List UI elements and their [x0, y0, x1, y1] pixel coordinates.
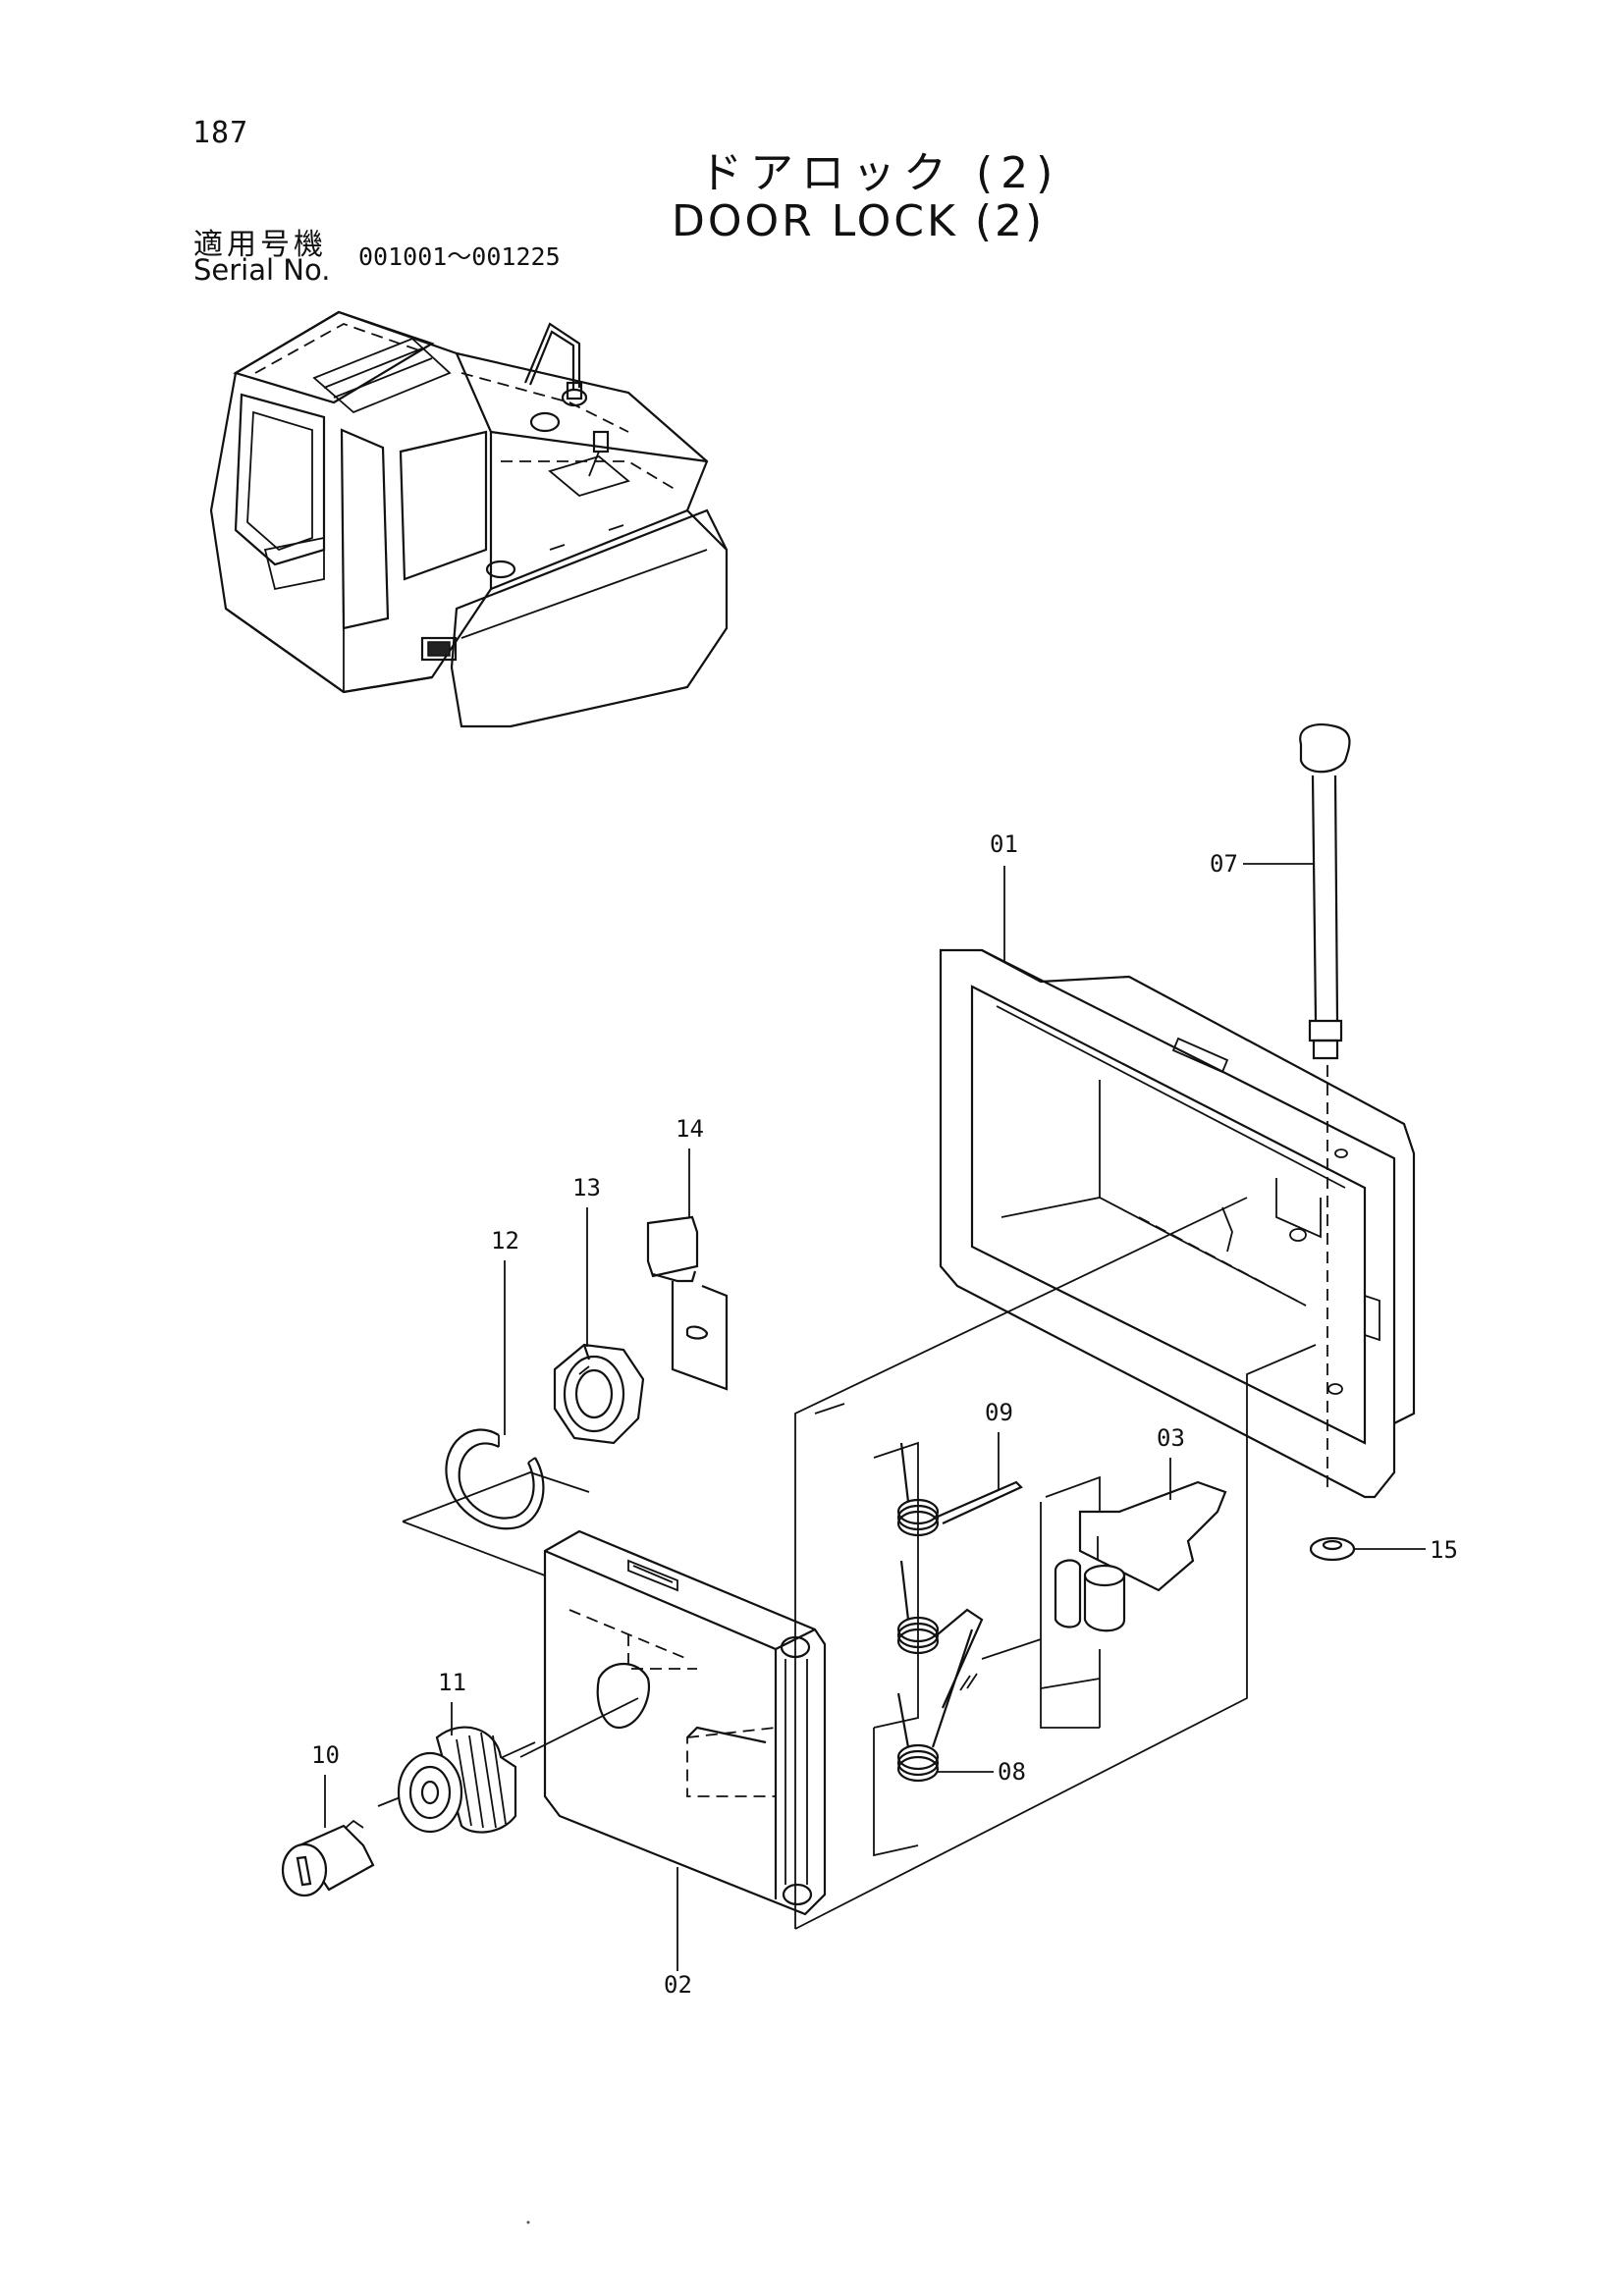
part-11-lock-case — [397, 1726, 517, 1834]
callout-09: 09 — [985, 1399, 1013, 1490]
serial-range: 001001～001225 — [358, 242, 561, 271]
svg-text:15: 15 — [1430, 1536, 1458, 1564]
svg-text:12: 12 — [491, 1227, 519, 1255]
svg-text:10: 10 — [311, 1741, 340, 1769]
part-13-hex-nut — [553, 1343, 645, 1445]
scan-speck — [526, 2220, 530, 2224]
callout-03: 03 — [1157, 1424, 1185, 1500]
part-09-torsion-spring — [873, 1441, 1023, 1729]
part-15-snap-ring — [1309, 1536, 1356, 1562]
part-08-torsion-spring — [873, 1560, 1101, 1857]
part-14-cam-plate — [646, 1215, 729, 1391]
callout-15: 15 — [1355, 1536, 1458, 1564]
callout-08: 08 — [938, 1758, 1026, 1786]
callout-07: 07 — [1210, 850, 1314, 878]
svg-text:14: 14 — [676, 1115, 704, 1143]
svg-text:02: 02 — [664, 1971, 692, 1999]
callout-12: 12 — [491, 1227, 519, 1435]
callout-10: 10 — [311, 1741, 340, 1828]
title-english: DOOR LOCK (2) — [672, 196, 1046, 246]
svg-text:03: 03 — [1157, 1424, 1185, 1452]
part-07-pin — [1299, 723, 1351, 1492]
svg-text:13: 13 — [572, 1174, 601, 1201]
svg-text:01: 01 — [990, 830, 1018, 858]
part-10-key-cylinder — [281, 1819, 375, 1897]
callout-13: 13 — [572, 1174, 601, 1347]
excavator-overview-illustration — [209, 310, 729, 728]
part-12-snap-ring — [445, 1428, 545, 1530]
callout-01: 01 — [990, 830, 1018, 962]
serial-label-japanese: 適用号機 — [193, 228, 327, 262]
callout-11: 11 — [438, 1669, 466, 1735]
serial-label-english: Serial No. — [193, 253, 331, 287]
part-01-handle-base — [939, 948, 1416, 1499]
svg-text:07: 07 — [1210, 850, 1238, 878]
svg-text:09: 09 — [985, 1399, 1013, 1426]
svg-text:08: 08 — [998, 1758, 1026, 1786]
page-number: 187 — [192, 116, 249, 150]
callout-02: 02 — [664, 1867, 692, 1999]
title-japanese: ドアロック (2) — [699, 148, 1061, 198]
svg-text:11: 11 — [438, 1669, 466, 1696]
callout-14: 14 — [676, 1115, 704, 1217]
part-02-lock-body — [543, 1529, 827, 1916]
part-03-lock-lever — [1040, 1475, 1227, 1729]
